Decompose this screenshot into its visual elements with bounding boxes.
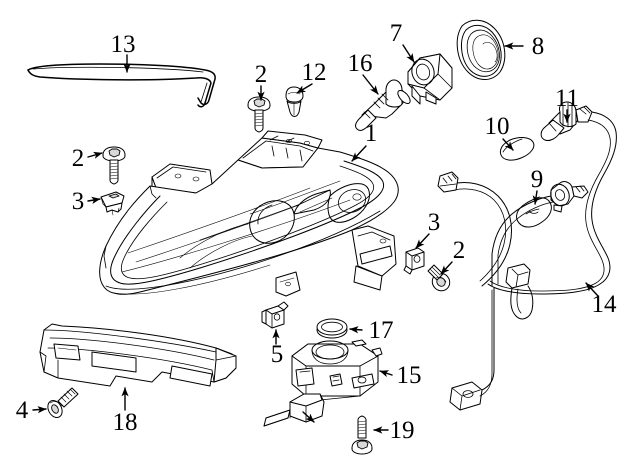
callout-label-2-left: 2: [72, 145, 85, 172]
callout-2-right: 2: [440, 237, 466, 275]
part-wiring-harness[interactable]: [437, 111, 617, 411]
callout-label-11: 8: [532, 33, 545, 60]
part-ballast-seal-gasket[interactable]: [316, 318, 348, 339]
callout-label-13: 10: [485, 113, 510, 140]
callout-label-3-left: 3: [72, 188, 85, 215]
callout-label-5: 13: [111, 31, 136, 58]
callout-label-14: 11: [555, 85, 579, 112]
callout-16: 15: [379, 362, 422, 389]
callout-3-left: 3: [72, 188, 101, 215]
callout-8: 5: [271, 329, 284, 368]
callout-label-8: 5: [271, 341, 284, 368]
callout-label-7: 4: [16, 397, 29, 424]
part-bulb-socket-holder[interactable]: [407, 53, 453, 105]
part-retainer-clip-left[interactable]: [100, 191, 125, 216]
callout-label-15: 14: [592, 291, 618, 318]
callout-1: 1: [351, 120, 378, 162]
callout-9: 16: [348, 50, 379, 95]
part-push-pin-screw[interactable]: [285, 86, 304, 117]
part-mounting-clip[interactable]: [261, 301, 289, 329]
callout-label-2-top: 2: [255, 61, 268, 88]
callout-label-17: 19: [390, 417, 415, 444]
part-screw-washer[interactable]: [45, 387, 79, 420]
callout-label-18: 17: [369, 317, 394, 344]
callout-label-9: 16: [348, 50, 373, 77]
callout-10: 7: [390, 20, 415, 63]
part-upper-molding-seal[interactable]: [27, 63, 216, 108]
part-access-cover-cap[interactable]: [456, 19, 506, 80]
callout-12: 9: [531, 166, 544, 205]
callout-5: 13: [111, 31, 136, 73]
callout-15: 14: [585, 282, 618, 318]
callout-7: 4: [16, 397, 47, 424]
callout-17: 19: [373, 417, 415, 444]
part-lower-bracket-reinforcement[interactable]: [39, 323, 237, 387]
callout-label-10: 7: [390, 20, 403, 47]
callout-18: 17: [349, 317, 394, 344]
callout-14: 11: [555, 85, 579, 123]
callout-11: 8: [504, 33, 545, 60]
callout-label-16: 15: [397, 362, 422, 389]
callout-label-4: 12: [302, 59, 327, 86]
part-retainer-clip-right[interactable]: [403, 247, 425, 275]
callout-19: [302, 411, 315, 423]
callout-label-12: 9: [531, 166, 544, 193]
part-bolt-flange-left[interactable]: [102, 146, 126, 185]
callout-13: 10: [485, 113, 514, 151]
callout-6: 18: [113, 387, 138, 436]
callout-label-6: 18: [113, 409, 138, 436]
callout-label-3-right: 3: [428, 209, 441, 236]
part-harness-connector[interactable]: [263, 393, 325, 427]
callout-label-2-right: 2: [453, 237, 466, 264]
callout-2-left: 2: [72, 145, 103, 172]
part-ballast-mounting-bolt[interactable]: [351, 415, 373, 455]
part-bolt-flange-top[interactable]: [247, 96, 271, 133]
part-bolt-flange-right[interactable]: [427, 264, 453, 294]
part-hid-ballast-control-module[interactable]: [291, 339, 383, 401]
callout-4: 12: [296, 59, 327, 94]
callout-2-top: 2: [255, 61, 268, 101]
part-headlamp-assembly[interactable]: [99, 130, 399, 297]
part-hid-bulb[interactable]: [355, 79, 413, 131]
bulb-socket-secondary[interactable]: [548, 181, 589, 213]
callout-label-1: 1: [365, 120, 378, 147]
callout-3-right: 3: [415, 209, 441, 249]
